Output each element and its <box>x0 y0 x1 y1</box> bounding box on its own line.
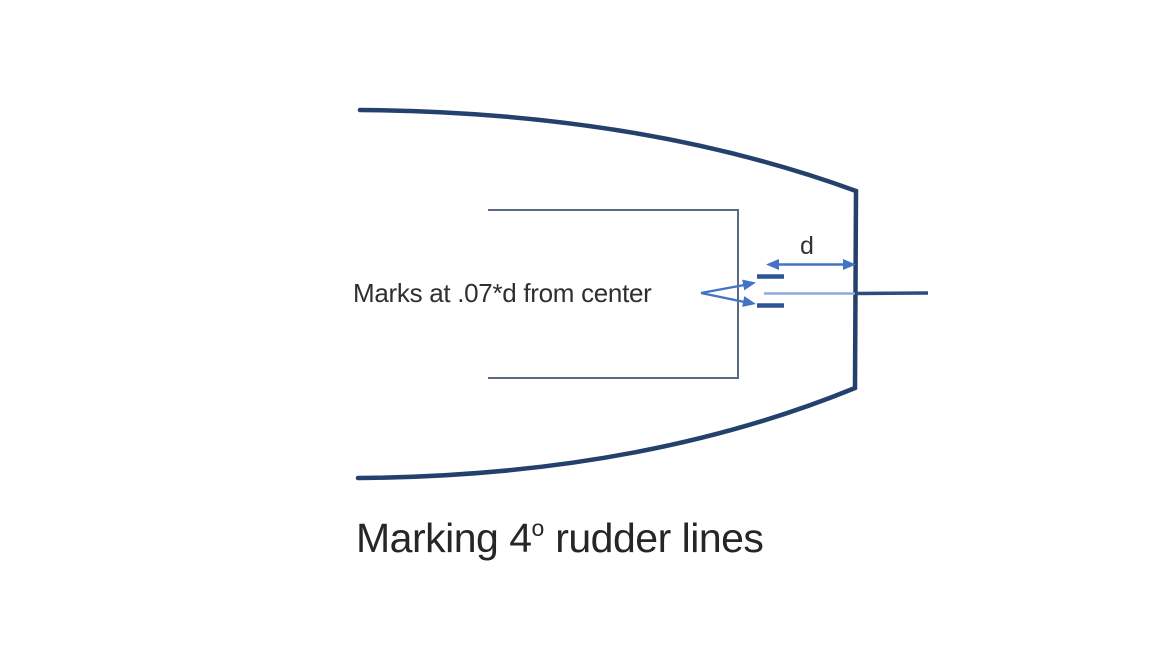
deck-box <box>488 209 739 379</box>
diagram-caption: Marking 4o rudder lines <box>356 515 764 562</box>
caption-prefix: Marking 4 <box>356 515 532 561</box>
dimension-d-label: d <box>800 232 814 260</box>
leader-arrowhead-upper <box>742 279 756 291</box>
caption-suffix: rudder lines <box>544 515 764 561</box>
leader-line-upper <box>700 283 748 295</box>
leader-arrowhead-lower <box>742 296 756 307</box>
leader-line-lower <box>700 291 748 304</box>
centerline-aft <box>855 291 929 296</box>
caption-degree-superscript: o <box>531 515 545 541</box>
dimension-arrowhead-right <box>843 259 856 270</box>
marks-annotation-label: Marks at .07*d from center <box>353 278 652 308</box>
dimension-arrowhead-left <box>766 259 779 270</box>
hull-outline <box>355 107 859 481</box>
